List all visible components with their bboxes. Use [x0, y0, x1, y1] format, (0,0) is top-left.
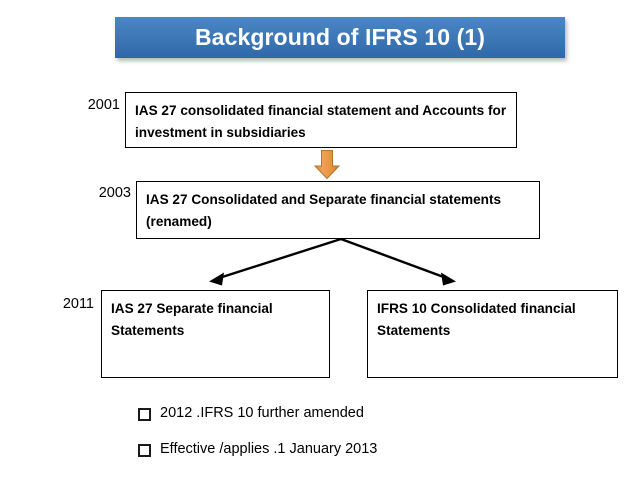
- branch-arrow-left: [209, 237, 342, 286]
- year-label-2001: 2001: [87, 97, 120, 113]
- flow-box-ifrs10-consolidated: IFRS 10 Consolidated financial Statement…: [367, 290, 618, 378]
- hollow-square-bullet-icon: [138, 408, 151, 421]
- year-label-2011: 2011: [62, 296, 94, 312]
- slide-title-banner: Background of IFRS 10 (1): [115, 17, 565, 58]
- list-item: 2012 .IFRS 10 further amended: [138, 405, 558, 422]
- hollow-square-bullet-icon: [138, 444, 151, 458]
- page-title: Background of IFRS 10 (1): [194, 24, 486, 50]
- flow-box-text: IAS 27 Consolidated and Separate financi…: [146, 192, 502, 230]
- notes-bullet-list: 2012 .IFRS 10 further amended Effective …: [138, 405, 558, 478]
- flow-box-text: IAS 27 consolidated financial statement …: [135, 103, 507, 141]
- bullet-text: Effective /applies .1 January 2013: [160, 441, 378, 458]
- flow-box-ias27-2001: IAS 27 consolidated financial statement …: [125, 92, 517, 148]
- flow-box-ias27-2003: IAS 27 Consolidated and Separate financi…: [136, 181, 540, 239]
- branch-arrow-right: [340, 237, 456, 286]
- flow-box-text: IAS 27 Separate financial Statements: [111, 301, 273, 339]
- orange-down-arrow-icon: [312, 149, 342, 180]
- bullet-text: 2012 .IFRS 10 further amended: [160, 405, 364, 421]
- list-item: Effective /applies .1 January 2013: [138, 441, 558, 458]
- flow-box-text: IFRS 10 Consolidated financial Statement…: [377, 301, 576, 339]
- flow-box-ias27-separate: IAS 27 Separate financial Statements: [101, 290, 330, 378]
- year-label-2003: 2003: [98, 185, 131, 201]
